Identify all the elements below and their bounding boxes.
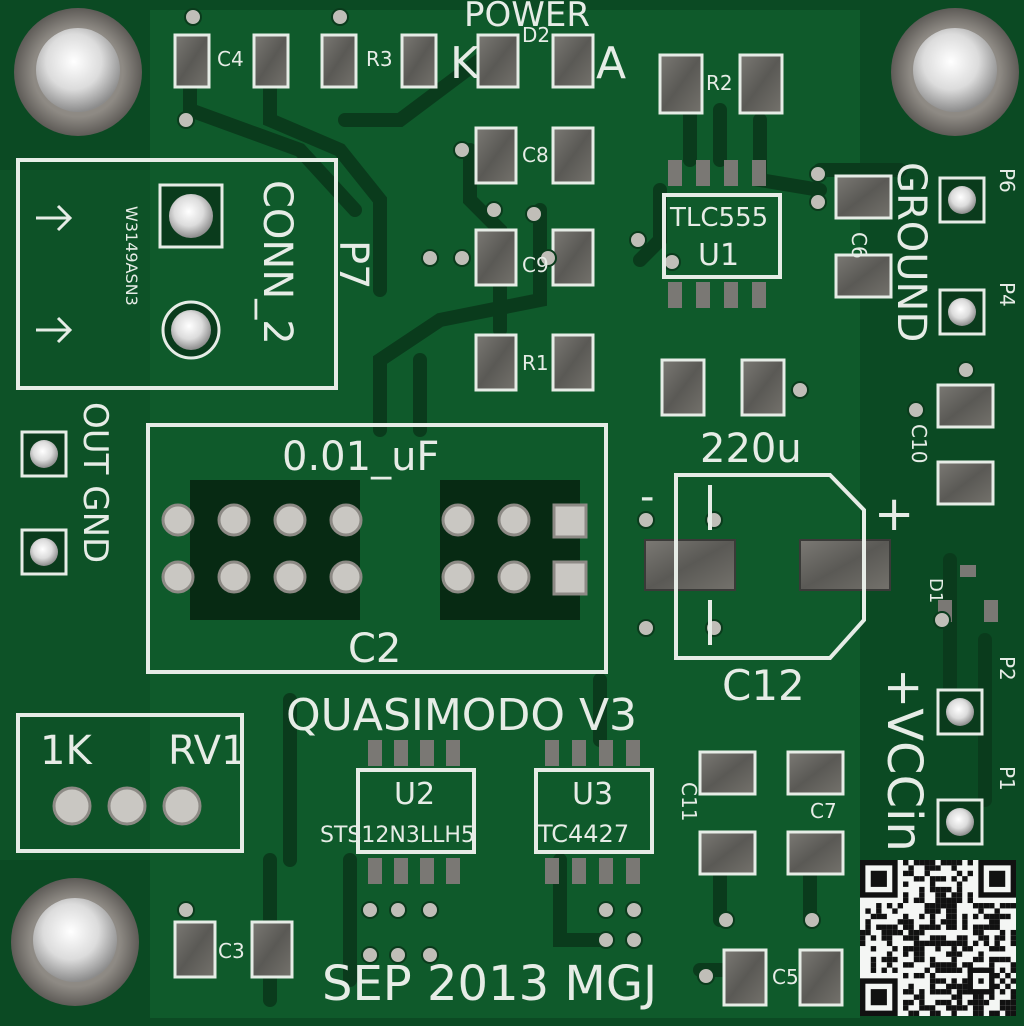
- k-label: K: [450, 38, 480, 89]
- vccin-label: +VCCin: [876, 668, 932, 852]
- p2-label: P2: [995, 656, 1019, 681]
- c4-label: C4: [217, 47, 244, 71]
- u1-ref-label: U1: [698, 238, 739, 273]
- u3-ref-label: U3: [572, 777, 613, 812]
- c12-pads: [644, 539, 891, 591]
- cap-value-label: 220u: [700, 426, 802, 472]
- a-label: A: [596, 38, 626, 89]
- smd-pads: [173, 33, 995, 1007]
- r3-label: R3: [366, 47, 393, 71]
- u3-part-label: TC4427: [537, 820, 629, 848]
- c10-label: C10: [907, 424, 931, 463]
- c8-label: C8: [522, 143, 549, 167]
- vias: [177, 8, 975, 985]
- r1-label: R1: [522, 351, 549, 375]
- rv1-label: RV1: [168, 728, 246, 774]
- p6-label: P6: [995, 168, 1019, 193]
- p4-label: P4: [995, 282, 1019, 307]
- conn-part-label: W3149ASN3: [122, 206, 141, 306]
- p7-label: P7: [330, 240, 376, 290]
- c7-label: C7: [810, 799, 837, 823]
- r2-label: R2: [706, 71, 733, 95]
- c2-value-label: 0.01_uF: [282, 434, 439, 480]
- ic-pins: [368, 160, 998, 884]
- plus-sign: +: [874, 486, 914, 542]
- conn-label: CONN_2: [254, 180, 300, 345]
- c9-label: C9: [522, 253, 549, 277]
- c3-label: C3: [218, 939, 245, 963]
- board-date: SEP 2013 MGJ: [322, 956, 657, 1012]
- mount-hole-tr: [891, 8, 1019, 136]
- u2-part-label: STS12N3LLH5: [320, 823, 475, 848]
- silkscreen-outlines: [16, 158, 866, 854]
- power-label: POWER: [464, 0, 590, 35]
- rv1-pot: [52, 786, 202, 826]
- silkscreen-text: POWER D2 K A C4 R3 R2 C8 C9 R1 TLC555 U1…: [40, 0, 1019, 1012]
- minus-sign: -: [640, 474, 654, 520]
- qr-code: [860, 860, 1016, 1016]
- c12-label: C12: [722, 661, 805, 710]
- c11-label: C11: [677, 782, 701, 821]
- traces: [183, 53, 992, 1007]
- d1-label: D1: [925, 578, 946, 603]
- through-holes: [20, 176, 986, 846]
- mount-hole-tl: [14, 8, 142, 136]
- mount-hole-bl: [11, 878, 139, 1006]
- d2-label: D2: [522, 23, 550, 47]
- c5-label: C5: [772, 965, 799, 989]
- c2-label: C2: [348, 626, 401, 672]
- c6-label: C6: [847, 232, 871, 259]
- out-gnd-label: OUT GND: [75, 402, 115, 563]
- u2-ref-label: U2: [394, 777, 435, 812]
- board-title: QUASIMODO V3: [286, 690, 637, 741]
- rv-value-label: 1K: [40, 728, 93, 774]
- c2-header: [161, 480, 588, 620]
- p1-label: P1: [995, 766, 1019, 791]
- ground-label: GROUND: [888, 162, 934, 342]
- u1-part-label: TLC555: [669, 203, 768, 233]
